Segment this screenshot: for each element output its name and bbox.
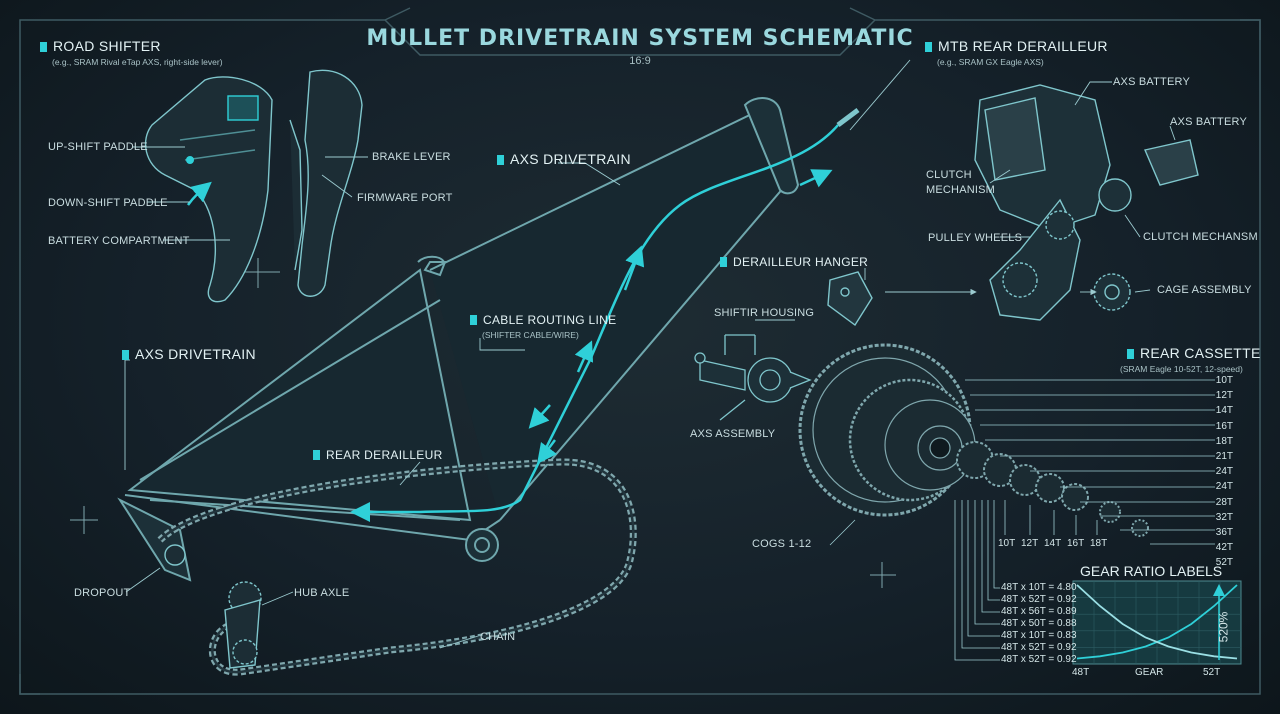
gear-ratio-item: 48T x 50T = 0.88	[1001, 618, 1077, 629]
rear-cassette-heading-text: REAR CASSETTE	[1140, 345, 1261, 361]
road-shifter-drawing	[144, 69, 363, 303]
gear-ratio-chart	[1072, 580, 1242, 665]
mtb-derailleur-subtitle: (e.g., SRAM GX Eagle AXS)	[937, 57, 1044, 67]
mtb-derailleur-drawing	[827, 84, 1199, 327]
clutch-mechansm-label: CLUTCH MECHANSM	[1143, 231, 1258, 243]
exploded-cog-label: 10T	[998, 538, 1016, 549]
border-frame	[19, 7, 1261, 695]
cassette-drawing	[798, 343, 1149, 537]
chain-drawing	[157, 458, 637, 676]
cog-label: 52T	[1215, 557, 1233, 569]
exploded-cog-label: 14T	[1044, 538, 1062, 549]
chart-x-label-mid: GEAR	[1135, 667, 1164, 678]
mtb-leaders	[755, 81, 1176, 321]
frame-leaders	[124, 59, 911, 649]
cog-label: 24T	[1215, 466, 1233, 478]
shifter-housing-drawing	[694, 334, 812, 421]
mtb-derailleur-heading: MTB REAR DERAILLEUR	[925, 38, 1108, 54]
upshift-paddle-label: UP-SHIFT PADDLE	[48, 141, 148, 153]
cable-routing-text: CABLE ROUTING LINE	[483, 313, 617, 327]
gear-ratio-item: 48T x 52T = 0.92	[1001, 642, 1077, 653]
exploded-cog-label: 12T	[1021, 538, 1039, 549]
derailleur-hanger-heading: DERAILLEUR HANGER	[720, 255, 868, 269]
exploded-cog-label: 18T	[1090, 538, 1108, 549]
rear-cassette-subtitle: (SRAM Eagle 10-52T, 12-speed)	[1120, 364, 1243, 374]
chart-side-label: 520%	[1216, 611, 1231, 643]
mtb-derailleur-heading-text: MTB REAR DERAILLEUR	[938, 38, 1108, 54]
firmware-port-label: FIRMWARE PORT	[357, 192, 453, 204]
axs-assembly-label: AXS ASSEMBLY	[690, 428, 776, 440]
road-shifter-subtitle: (e.g., SRAM Rival eTap AXS, right-side l…	[52, 57, 223, 67]
rear-derailleur-frame-text: REAR DERAILLEUR	[326, 448, 443, 462]
rear-cassette-heading: REAR CASSETTE	[1127, 345, 1261, 361]
road-shifter-heading: ROAD SHIFTER	[40, 38, 161, 54]
cogs-label: COGS 1-12	[752, 538, 812, 550]
aspect-ratio-label: 16:9	[629, 55, 651, 67]
cog-label: 16T	[1215, 420, 1233, 432]
cable-routing-subtitle: (SHIFTER CABLE/WIRE)	[482, 330, 579, 340]
cog-label: 36T	[1215, 527, 1233, 538]
cog-label: 24T	[1215, 481, 1233, 493]
axs-drivetrain-top-text: AXS DRIVETRAIN	[510, 151, 631, 167]
cog-label: 32T	[1215, 511, 1233, 523]
road-shifter-leaders	[132, 146, 368, 241]
downshift-paddle-label: DOWN-SHIFT PADDLE	[48, 197, 168, 209]
pulley-wheels-label: PULLEY WHEELS	[928, 232, 1023, 244]
chart-series-line	[1076, 584, 1238, 660]
axs-drivetrain-top-heading: AXS DRIVETRAIN	[497, 151, 631, 167]
gear-ratio-heading: GEAR RATIO LABELS	[1080, 563, 1223, 579]
cable-routing-drawing	[350, 108, 860, 522]
cog-label: 18T	[1215, 435, 1233, 447]
crosshair-marks	[70, 258, 896, 588]
gear-ratio-item: 48T x 52T = 0.92	[1001, 594, 1077, 605]
gear-ratio-item: 48T x 56T = 0.89	[1001, 606, 1077, 617]
axs-drivetrain-left-text: AXS DRIVETRAIN	[135, 346, 256, 362]
axs-battery-label-2: AXS BATTERY	[1170, 116, 1247, 128]
cog-label: 28T	[1215, 496, 1233, 508]
cassette-leaders	[829, 379, 1215, 661]
cage-assembly-label: CAGE ASSEMBLY	[1157, 284, 1252, 296]
gear-ratio-item: 48T x 10T = 4.80	[1001, 582, 1077, 593]
derailleur-hanger-text: DERAILLEUR HANGER	[733, 255, 869, 269]
clutch-mechanism-label: CLUTCH MECHANISM	[926, 169, 996, 196]
chart-x-label-end: 52T	[1203, 667, 1221, 678]
dropout-label: DROPOUT	[74, 587, 131, 599]
axs-battery-label-1: AXS BATTERY	[1113, 76, 1190, 88]
cog-label: 12T	[1215, 390, 1233, 402]
gear-ratio-item: 48T x 10T = 0.83	[1001, 630, 1077, 641]
cog-label: 10T	[1215, 375, 1233, 386]
rear-derailleur-frame-heading: REAR DERAILLEUR	[313, 448, 443, 462]
gear-ratio-item: 48T x 52T = 0.92	[1001, 654, 1077, 665]
shifter-housing-label: SHIFTIR HOUSING	[714, 307, 815, 319]
frame-derailleur-drawing	[164, 544, 262, 669]
hub-axle-label: HUB AXLE	[294, 587, 350, 599]
cog-label: 42T	[1215, 542, 1233, 554]
chain-label: CHAIN	[480, 631, 516, 643]
axs-drivetrain-left-heading: AXS DRIVETRAIN	[122, 346, 256, 362]
cable-routing-heading: CABLE ROUTING LINE	[470, 313, 616, 327]
road-shifter-heading-text: ROAD SHIFTER	[53, 38, 161, 54]
page-title: MULLET DRIVETRAIN SYSTEM SCHEMATIC	[366, 26, 914, 51]
cog-label: 14T	[1215, 405, 1233, 417]
brake-lever-label: BRAKE LEVER	[372, 151, 451, 163]
cog-label: 21T	[1215, 451, 1233, 462]
battery-compartment-label: BATTERY COMPARTMENT	[48, 235, 190, 247]
chart-x-label-start: 48T	[1072, 667, 1090, 678]
exploded-cog-label: 16T	[1067, 538, 1085, 549]
